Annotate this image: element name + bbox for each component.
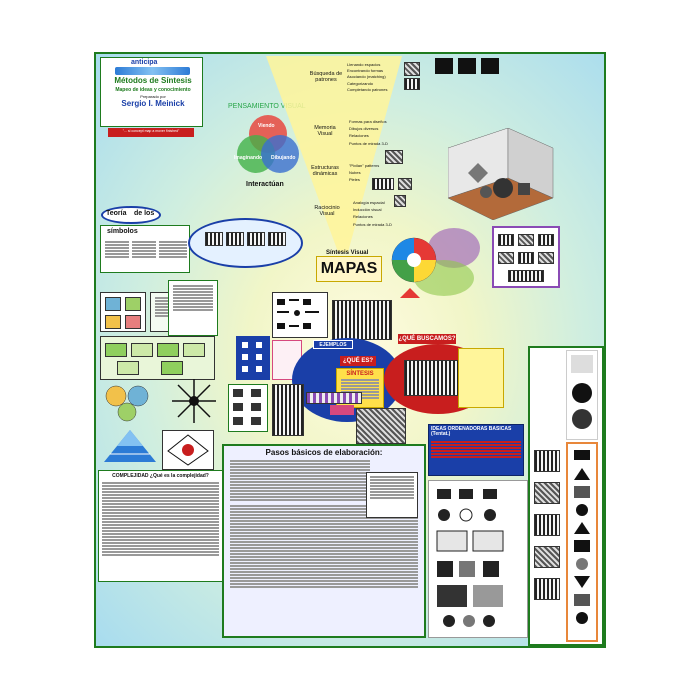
funnel-items-reasoning: Analogía espacial Inducción visual Relac… <box>353 200 392 227</box>
funnel-items-memory: Formas para diseños Dibujos diversos Rel… <box>349 119 388 146</box>
blue-number-grid <box>236 336 270 380</box>
pattern-thumb-1 <box>404 62 420 76</box>
funnel-items-dynamic: "Pixilan" patterns Nubes Pieles <box>349 163 380 183</box>
examples-label: EJEMPLOS <box>313 340 353 349</box>
mapas-title: MAPAS <box>320 260 378 277</box>
reasoning-thumb <box>394 195 406 207</box>
header-box: anticipa Métodos de Síntesis Mapeo de id… <box>100 57 203 127</box>
symbols-label: símbolos <box>107 228 138 235</box>
complexity-title: COMPLEJIDAD ¿Qué es la complejidad? <box>112 473 209 479</box>
funnel-title-dynamic: Estructuras dinámicas <box>311 165 339 177</box>
right-thumb-4 <box>498 252 514 264</box>
venn-label-seeing: Viendo <box>258 123 275 129</box>
symbols-box: símbolos <box>100 225 190 273</box>
room-illustration <box>448 128 554 220</box>
pattern-thumb-black-2 <box>458 58 476 74</box>
symbol-thumb-1 <box>205 232 223 246</box>
memory-thumb <box>385 150 403 164</box>
funnel-title-patterns: Búsqueda de patrones <box>309 71 343 83</box>
dynamic-thumb-1 <box>372 178 394 190</box>
right-thumbnail-panel <box>492 226 560 288</box>
pink-label-box <box>330 405 354 415</box>
purple-strip-thumb <box>306 392 362 404</box>
right-thumb-7 <box>508 270 544 282</box>
header-subtitle: Mapeo de ideas y conocimiento <box>115 87 191 93</box>
right-col-thumb-1 <box>534 450 560 472</box>
header-title: Métodos de Síntesis <box>114 76 192 85</box>
prepared-by: Preparado por <box>140 94 166 99</box>
symbol-thumb-2 <box>226 232 244 246</box>
right-thumb-6 <box>538 252 554 264</box>
right-col-thumb-3 <box>534 514 560 536</box>
steps-side-note <box>366 472 418 518</box>
complexity-body <box>102 482 219 557</box>
right-col-thumb-4 <box>534 546 560 568</box>
geometric-figure <box>162 430 214 470</box>
theory-of-label: de los <box>134 210 155 217</box>
green-mindmap <box>100 336 215 380</box>
funnel-title-memory: Memoria Visual <box>314 125 336 137</box>
steps-body <box>230 460 370 502</box>
yellow-diagram <box>458 348 504 408</box>
center-top-thumb <box>332 300 392 340</box>
what-is-label: ¿QUÉ ES? <box>340 356 376 366</box>
theory-oval <box>101 206 161 224</box>
right-column-inner <box>566 350 598 440</box>
pattern-thumb-2 <box>404 78 420 90</box>
theory-label: Teoría <box>106 210 127 217</box>
right-thumb-2 <box>518 234 534 246</box>
grid-table-thumb <box>272 384 304 436</box>
steps-body-2 <box>230 505 418 589</box>
seek-thumb <box>404 360 460 396</box>
what-we-seek-label: ¿QUÉ BUSCAMOS? <box>398 334 456 344</box>
right-column-diagrams <box>532 442 564 640</box>
left-diagram-1 <box>100 292 146 332</box>
symbols-text-3 <box>159 240 187 259</box>
venn-label-imagining: Imaginando <box>234 155 263 161</box>
logo-text: anticipa <box>131 59 158 66</box>
pattern-thumb-black-1 <box>435 58 453 74</box>
left-tree-diagram <box>168 280 218 336</box>
organizer-icons-area <box>428 480 528 638</box>
pyramid-diagram <box>104 430 156 462</box>
author-name: Sergio I. Meinick <box>121 99 185 108</box>
funnel-shape <box>266 56 402 252</box>
pattern-thumb-black-3 <box>481 58 499 74</box>
mapas-box: MAPAS <box>316 256 382 282</box>
visual-thinking-title: PENSAMIENTO VISUAL <box>228 103 306 110</box>
center-bottom-thumb <box>356 408 406 444</box>
synthesis-label: Síntesis Visual <box>326 250 369 256</box>
complexity-box: COMPLEJIDAD ¿Qué es la complejidad? <box>98 470 223 582</box>
flow-icons-box <box>272 292 328 338</box>
quote-banner: "... si concept map a mover finished" <box>108 128 194 137</box>
symbols-text-2 <box>132 240 156 259</box>
logo-icon <box>115 67 190 75</box>
right-col-thumb-5 <box>534 578 560 600</box>
right-thumb-3 <box>538 234 554 246</box>
organizers-box: IDEAS ORDENADORAS BASICAS (Tentat.) <box>428 424 524 476</box>
book-tree-box <box>228 384 268 432</box>
color-wheel-cluster <box>391 228 480 298</box>
symbols-text-1 <box>105 240 129 259</box>
funnel-items-patterns: Llenando espacios Encontrando formas Aso… <box>347 62 388 92</box>
circle-diagram <box>105 385 149 422</box>
venn-diagram <box>237 115 299 173</box>
venn-circle-drawing <box>261 135 299 173</box>
venn-label-drawing: Dibujando <box>271 155 296 161</box>
right-thumb-1 <box>498 234 514 246</box>
steps-box: Pasos básicos de elaboración: <box>222 444 426 638</box>
interact-label: Interactúan <box>246 181 284 188</box>
right-thumb-5 <box>518 252 534 264</box>
symbol-thumb-4 <box>268 232 286 246</box>
funnel-title-reasoning: Raciocinio Visual <box>314 205 340 217</box>
orange-icon-strip <box>566 442 598 642</box>
steps-title: Pasos básicos de elaboración: <box>265 448 383 457</box>
dynamic-thumb-2 <box>398 178 412 190</box>
star-diagram <box>172 379 216 423</box>
right-col-thumb-2 <box>534 482 560 504</box>
symbol-thumb-3 <box>247 232 265 246</box>
organizers-title: IDEAS ORDENADORAS BASICAS (Tentat.) <box>431 426 512 438</box>
